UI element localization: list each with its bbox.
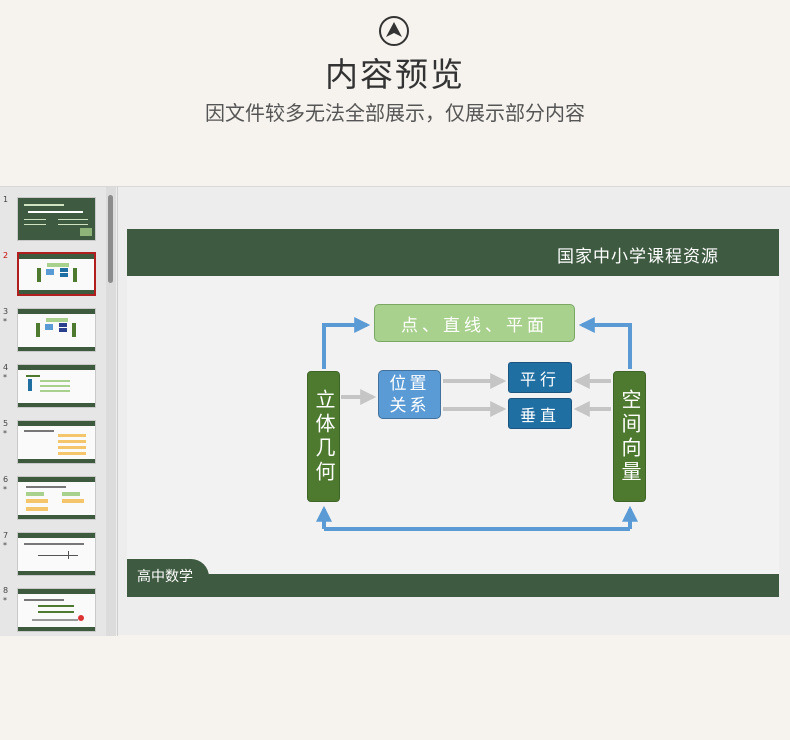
position-relation-box: 位置 关系: [378, 370, 441, 419]
slide-footer-bar: [127, 574, 779, 597]
thumbnail-slide-2[interactable]: [17, 252, 96, 296]
thumbnail-number: 6: [3, 475, 9, 484]
scrollbar-thumb[interactable]: [108, 195, 113, 283]
slide-header-bar: 国家中小学课程资源: [127, 229, 779, 276]
page-subtitle: 因文件较多无法全部展示，仅展示部分内容: [205, 101, 585, 125]
thumbnail-slide-1[interactable]: [17, 197, 96, 241]
perpendicular-box: 垂直: [508, 398, 572, 429]
thumbnail-panel[interactable]: 1 2 3 *: [0, 187, 106, 636]
up-arrow-circle-icon: [379, 16, 409, 46]
space-vector-box: 空间向量: [613, 371, 646, 502]
slide-header-text: 国家中小学课程资源: [557, 247, 719, 267]
points-lines-planes-box: 点、直线、平面: [374, 304, 575, 342]
diagram-arrows: [316, 317, 638, 531]
slide-footer-tab: [127, 559, 209, 597]
presentation-viewer: 1 2 3 *: [0, 186, 790, 636]
position-relation-line1: 位置: [389, 373, 430, 394]
thumbnail-number: 3: [3, 307, 9, 316]
parallel-box: 平行: [508, 362, 572, 393]
thumbnail-slide-3[interactable]: [17, 308, 96, 352]
thumbnail-number: 5: [3, 419, 9, 428]
panel-divider: [117, 187, 118, 636]
current-slide: 国家中小学课程资源: [127, 229, 779, 597]
solid-geometry-box: 立体几何: [307, 371, 340, 502]
page-title: 内容预览: [325, 55, 465, 94]
thumbnail-number: 2: [3, 251, 9, 260]
thumbnail-slide-6[interactable]: [17, 476, 96, 520]
thumbnail-number: 4: [3, 363, 9, 372]
thumbnail-slide-4[interactable]: [17, 364, 96, 408]
thumbnail-number: 8: [3, 586, 9, 595]
slide-subject-label: 高中数学: [137, 569, 193, 585]
thumbnail-number: 7: [3, 531, 9, 540]
thumbnail-slide-5[interactable]: [17, 420, 96, 464]
position-relation-line2: 关系: [389, 395, 430, 416]
thumbnail-slide-8[interactable]: [17, 588, 96, 632]
thumbnail-number: 1: [3, 195, 9, 204]
thumbnail-scrollbar[interactable]: [106, 187, 116, 636]
thumbnail-slide-7[interactable]: [17, 532, 96, 576]
